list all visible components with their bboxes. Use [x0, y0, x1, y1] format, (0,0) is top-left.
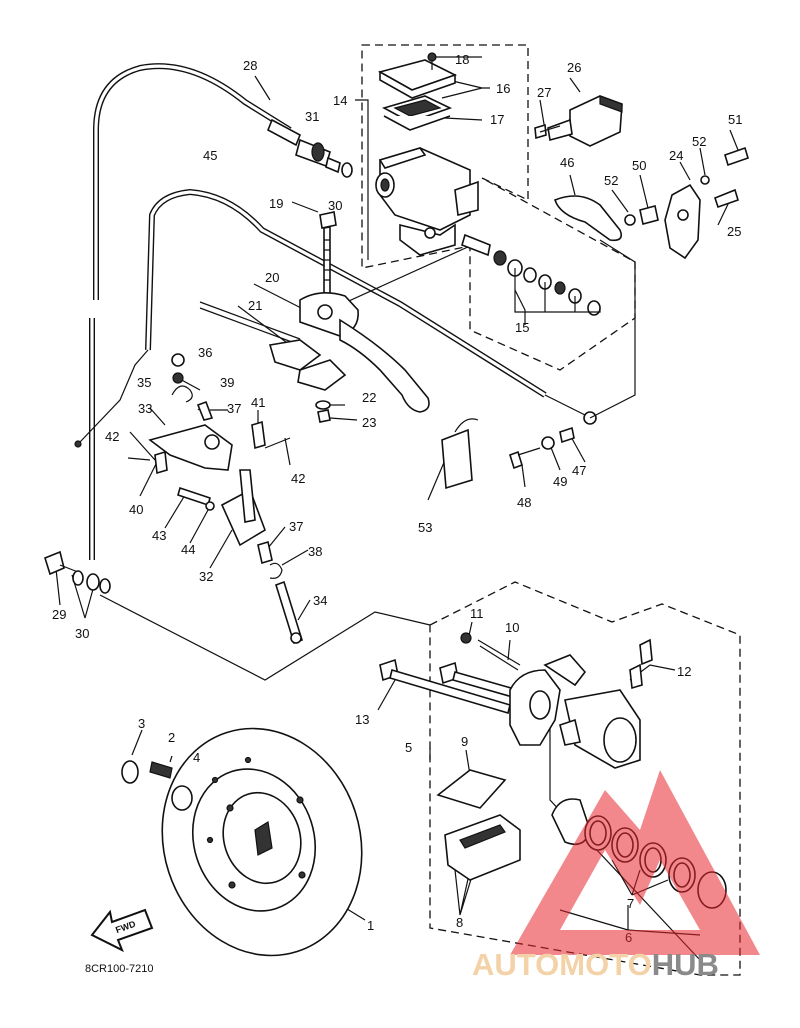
callout-42-left: 42	[105, 429, 119, 444]
callout-37-lower: 37	[289, 519, 303, 534]
piston-kit-15	[461, 233, 601, 316]
callout-31: 31	[305, 109, 319, 124]
callout-45: 45	[203, 148, 217, 163]
callout-38: 38	[308, 544, 322, 559]
tag-53	[441, 418, 479, 490]
callout-46: 46	[560, 155, 574, 170]
washer-30-upper	[341, 162, 353, 178]
collar-2	[149, 761, 173, 779]
callout-49: 49	[553, 474, 567, 489]
callout-25: 25	[727, 224, 741, 239]
callout-22: 22	[362, 390, 376, 405]
callout-35: 35	[137, 375, 151, 390]
callout-18: 18	[455, 52, 469, 67]
callout-16: 16	[496, 81, 510, 96]
callout-48: 48	[517, 495, 531, 510]
lever-bracket-21	[199, 301, 347, 391]
callout-9: 9	[461, 734, 468, 749]
automotohub-logo	[510, 770, 760, 955]
watermark-word-a: AUTOMOTO	[472, 947, 652, 982]
callout-15: 15	[515, 320, 529, 335]
callout-14: 14	[333, 93, 347, 108]
callout-26: 26	[567, 60, 581, 75]
screw-18	[427, 52, 437, 70]
circlip-3	[121, 760, 139, 784]
hardware-50-52-51-25	[624, 146, 749, 226]
callout-39: 39	[220, 375, 234, 390]
callout-7: 7	[627, 896, 634, 911]
callout-24: 24	[669, 148, 683, 163]
bracket-24	[664, 183, 701, 260]
callout-30-upper: 30	[328, 198, 342, 213]
callout-13: 13	[355, 712, 369, 727]
master-cylinder-body-14	[375, 147, 479, 256]
bleeder-12	[629, 638, 653, 690]
callout-1: 1	[367, 918, 374, 933]
banjo-bolt-31	[266, 118, 341, 174]
switch-26	[547, 95, 623, 147]
watermark-word-b: HUB	[652, 947, 719, 982]
linkage-assembly	[127, 353, 303, 645]
callout-52-left: 52	[604, 173, 618, 188]
callout-2: 2	[168, 730, 175, 745]
callout-28: 28	[243, 58, 257, 73]
triangle-logo-icon	[510, 770, 760, 955]
callout-50: 50	[632, 158, 646, 173]
callout-27: 27	[537, 85, 551, 100]
diaphragm-17	[381, 95, 453, 131]
callout-10: 10	[505, 620, 519, 635]
callout-53: 53	[418, 520, 432, 535]
screw-27	[534, 123, 561, 140]
forward-arrow-icon: FWD	[90, 908, 154, 953]
callout-8: 8	[456, 915, 463, 930]
callout-20: 20	[265, 270, 279, 285]
callout-5: 5	[405, 740, 412, 755]
callout-36: 36	[198, 345, 212, 360]
caliper-bolts-10-11-13	[379, 632, 526, 715]
callout-41: 41	[251, 395, 265, 410]
callout-40: 40	[129, 502, 143, 517]
callout-52-right: 52	[692, 134, 706, 149]
callout-21: 21	[248, 298, 262, 313]
brake-pads-8	[444, 814, 521, 881]
brake-hose-28	[89, 63, 292, 560]
callout-19: 19	[269, 196, 283, 211]
callout-51: 51	[728, 112, 742, 127]
switch-parts-22-23	[315, 400, 331, 423]
brake-lever-20	[299, 292, 430, 413]
callout-37-upper: 37	[227, 401, 241, 416]
callout-44: 44	[181, 542, 195, 557]
caliper-bracket	[509, 654, 587, 746]
pad-spring-9	[436, 769, 507, 809]
callout-33: 33	[138, 401, 152, 416]
callout-43: 43	[152, 528, 166, 543]
callout-17: 17	[490, 112, 504, 127]
callout-labels: 1 2 3 4 5 6 7 8 9 10 11 12 13 14 15 16 1…	[52, 52, 742, 945]
callout-42-right: 42	[291, 471, 305, 486]
pedal-46	[554, 195, 623, 242]
callout-29: 29	[52, 607, 66, 622]
rear-hardware-47-48-49	[509, 426, 575, 470]
callout-32: 32	[199, 569, 213, 584]
callout-23: 23	[362, 415, 376, 430]
callout-34: 34	[313, 593, 327, 608]
callout-3: 3	[138, 716, 145, 731]
callout-12: 12	[677, 664, 691, 679]
bolt-29-washers-30	[44, 550, 111, 594]
washer-4	[171, 785, 193, 811]
reservoir-cap-16	[377, 59, 458, 99]
diagram-code: 8CR100-7210	[85, 963, 154, 975]
callout-4: 4	[193, 750, 200, 765]
caliper-body	[559, 689, 641, 769]
brake-disc-1	[161, 727, 363, 957]
callout-11: 11	[470, 606, 484, 621]
callout-47: 47	[572, 463, 586, 478]
callout-30-lower: 30	[75, 626, 89, 641]
watermark-text: AUTOMOTOHUB	[472, 947, 719, 982]
